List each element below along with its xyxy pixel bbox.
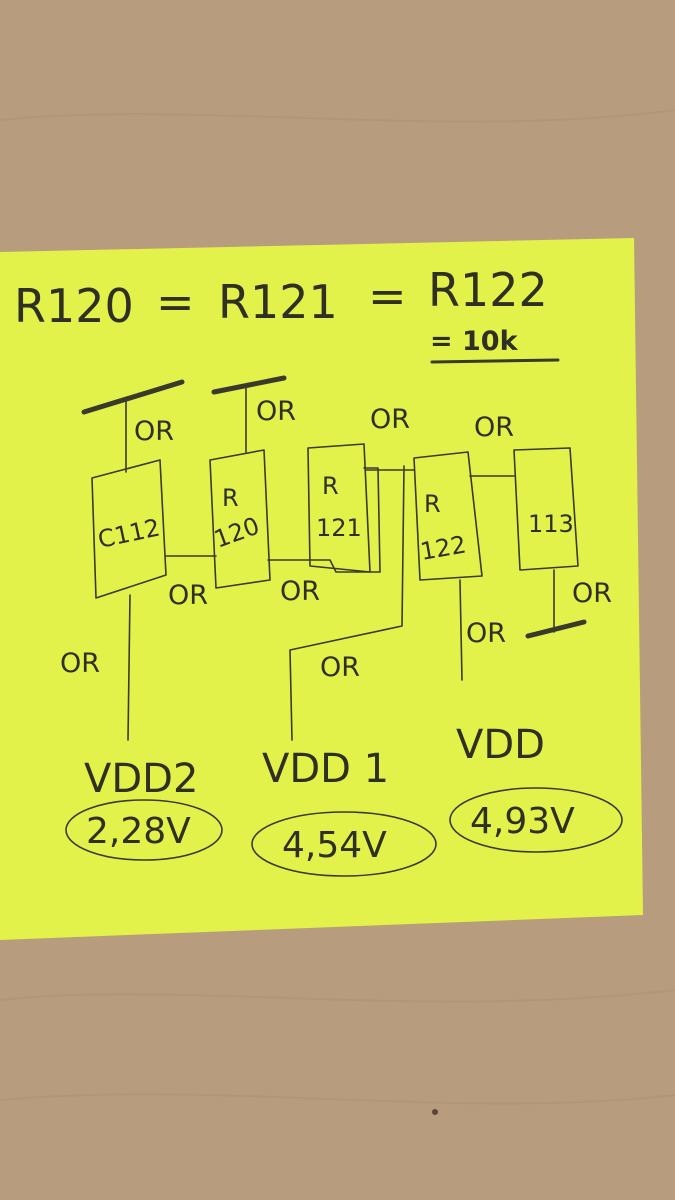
wood-grain xyxy=(0,1093,675,1105)
r120-box xyxy=(209,449,271,589)
r121-label-num: 121 xyxy=(316,514,362,542)
c112-top-bridge xyxy=(81,379,185,415)
rail-vdd2-voltage: 2,28V xyxy=(86,811,191,852)
r121-label-r: R xyxy=(322,472,339,500)
value-underline xyxy=(430,358,560,364)
or-label-right-c113: OR xyxy=(572,578,612,609)
c112-box xyxy=(91,459,167,599)
or-label-bottom-r120-r121: OR xyxy=(280,576,320,607)
or-label-top-r121-r122: OR xyxy=(370,404,410,435)
equation-value: = 10k xyxy=(430,326,519,357)
r122-label-r: R xyxy=(424,490,441,518)
equation-r120: R120 xyxy=(14,279,134,333)
vdd2-voltage-circle xyxy=(65,799,223,861)
r122-box xyxy=(413,451,483,581)
wood-grain xyxy=(0,989,675,1003)
equation-equals-1: = xyxy=(156,275,195,329)
or-label-middle-vdd1: OR xyxy=(320,652,360,683)
rail-vdd1-label: VDD 1 xyxy=(262,746,389,792)
or-label-top-c112: OR xyxy=(134,416,174,447)
c113-bottom-bridge xyxy=(525,619,587,639)
or-label-top-r122-c113: OR xyxy=(474,412,514,443)
rail-vdd-label: VDD xyxy=(456,722,545,768)
c113-label: 113 xyxy=(528,510,574,538)
equation-r121: R121 xyxy=(218,275,338,329)
wire xyxy=(267,467,381,573)
equation: R120 = R121 = R122 = 10k xyxy=(14,263,560,364)
rail-vdd2-label: VDD2 xyxy=(84,756,198,802)
wood-knot xyxy=(432,1109,438,1115)
equation-equals-2: = xyxy=(368,269,407,323)
wood-grain xyxy=(0,109,675,123)
equation-r122: R122 xyxy=(428,263,548,317)
wire xyxy=(127,594,131,741)
or-label-below-r122: OR xyxy=(466,618,506,649)
sticky-note xyxy=(0,238,643,940)
rail-vdd-voltage: 4,93V xyxy=(470,801,575,842)
vdd1-voltage-circle xyxy=(251,811,437,877)
c113-box xyxy=(513,447,579,571)
or-label-left-vdd2: OR xyxy=(60,648,100,679)
or-label-top-r120: OR xyxy=(256,396,296,427)
rails: VDD2 VDD 1 VDD 2,28V 4,54V 4,93V xyxy=(65,722,623,877)
or-label-bottom-c112-r120: OR xyxy=(168,580,208,611)
vdd-voltage-circle xyxy=(449,787,623,853)
r120-top-bridge xyxy=(211,375,287,395)
rail-vdd1-voltage: 4,54V xyxy=(282,825,387,866)
r120-label-r: R xyxy=(222,484,239,512)
wire xyxy=(459,579,463,681)
wire xyxy=(289,465,405,741)
